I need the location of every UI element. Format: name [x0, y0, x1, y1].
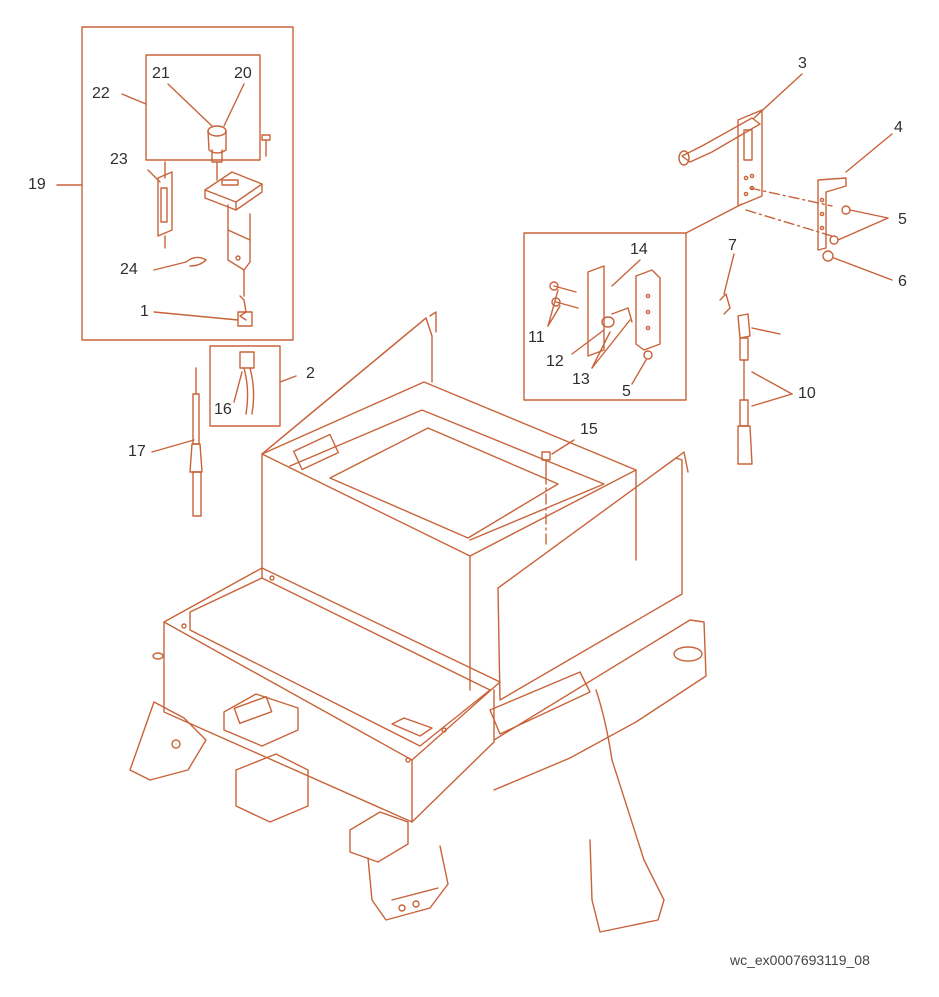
lever-bracket: [204, 171, 263, 327]
part-17-rod: [189, 367, 203, 517]
part-3-handle: [678, 109, 763, 207]
leader-lines: [56, 73, 893, 455]
callout-12: 12: [546, 353, 564, 370]
detail-box-19: [81, 26, 294, 341]
callout-16: 16: [214, 401, 232, 418]
callout-10: 10: [798, 385, 816, 402]
callout-1: 1: [140, 303, 149, 320]
callout-19: 19: [28, 176, 46, 193]
callout-6: 6: [898, 273, 907, 290]
callout-11: 11: [528, 329, 545, 346]
callout-21: 21: [152, 65, 170, 82]
lever-knob: [207, 125, 227, 181]
reference-code: wc_ex0007693119_08: [730, 952, 870, 968]
callout-17: 17: [128, 443, 146, 460]
callout-7: 7: [728, 237, 737, 254]
main-frame: [129, 311, 707, 933]
screw: [261, 134, 271, 157]
detail-box-2: [209, 345, 281, 427]
part-15-bolt: [541, 451, 551, 547]
part-4-bracket: [817, 177, 847, 251]
callout-15: 15: [580, 421, 598, 438]
part-23-latch: [157, 161, 173, 249]
callout-14: 14: [630, 241, 648, 258]
detail-box-bracket: [523, 203, 743, 401]
callout-23: 23: [110, 151, 128, 168]
part-7-clip: [719, 293, 731, 315]
nut-5: [841, 205, 851, 215]
part-24-pin: [185, 256, 207, 267]
washer-6: [822, 250, 834, 262]
callout-5-detail: 5: [622, 383, 631, 400]
callout-5-right: 5: [898, 211, 907, 228]
callout-3: 3: [798, 55, 807, 72]
detail-box-22: [145, 54, 261, 161]
callout-4: 4: [894, 119, 903, 136]
part-10-linkage: [737, 313, 781, 465]
callout-2: 2: [306, 365, 315, 382]
nut-5b: [829, 235, 839, 245]
callout-20: 20: [234, 65, 252, 82]
callout-22: 22: [92, 85, 110, 102]
callout-24: 24: [120, 261, 138, 278]
callout-13: 13: [572, 371, 590, 388]
